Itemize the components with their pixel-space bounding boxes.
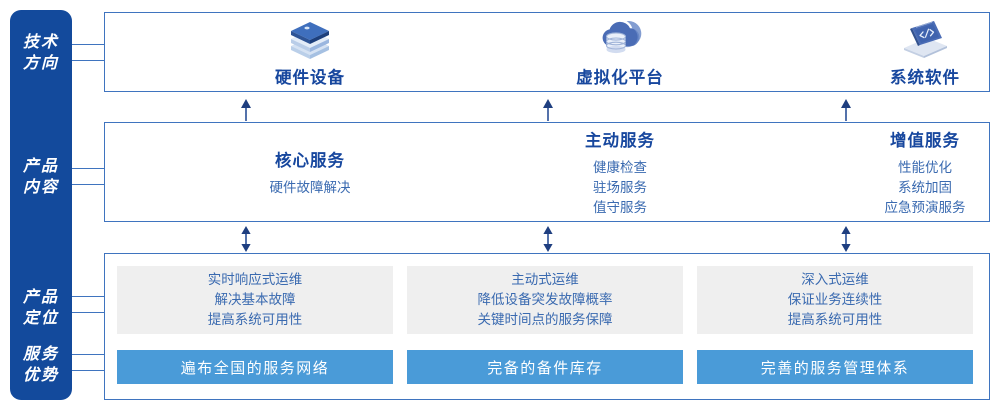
content-item: 健康检查 xyxy=(593,159,647,175)
positioning-card-line: 关键时间点的服务保障 xyxy=(477,312,613,327)
connector-line-content-lower xyxy=(72,184,105,185)
sidebar-label-service-advantage: 服务 优势 xyxy=(10,344,72,386)
tech-column-virtualization: 虚拟化平台 xyxy=(525,13,715,91)
sidebar-label-line-2: 优势 xyxy=(22,367,59,384)
sidebar-label-line-2: 方向 xyxy=(22,55,59,72)
content-column-value-added-service: 增值服务 性能优化 系统加固 应急预演服务 xyxy=(830,123,1000,221)
connector-line-tech-upper xyxy=(72,44,105,45)
laptop-code-icon xyxy=(894,16,956,62)
advantage-bar-label: 遍布全国的服务网络 xyxy=(180,359,330,377)
advantage-bar-label: 完善的服务管理体系 xyxy=(760,359,910,377)
tech-label-hardware: 硬件设备 xyxy=(275,69,345,87)
advantage-bar-service-network: 遍布全国的服务网络 xyxy=(117,350,393,384)
advantage-bar-management-system: 完善的服务管理体系 xyxy=(697,350,973,384)
advantage-bar-spare-parts: 完备的备件库存 xyxy=(407,350,683,384)
content-item: 应急预演服务 xyxy=(884,199,966,215)
arrow-double-core-service xyxy=(238,226,254,257)
positioning-card-line: 深入式运维 xyxy=(801,272,869,287)
content-item: 系统加固 xyxy=(898,179,952,195)
sidebar-label-line-1: 技术 xyxy=(22,34,59,51)
tech-label-system-software: 系统软件 xyxy=(890,69,960,87)
arrow-double-proactive-service xyxy=(540,226,556,257)
tech-column-hardware: 硬件设备 xyxy=(215,13,405,91)
connector-line-tech-lower xyxy=(72,60,105,61)
positioning-card-proactive: 主动式运维 降低设备突发故障概率 关键时间点的服务保障 xyxy=(407,266,683,334)
content-item: 驻场服务 xyxy=(593,179,647,195)
sidebar-label-line-1: 产品 xyxy=(22,289,59,306)
arrow-double-value-added-service xyxy=(838,226,854,257)
content-title-proactive-service: 主动服务 xyxy=(585,131,655,150)
advantage-bar-label: 完备的备件库存 xyxy=(487,359,603,377)
cloud-database-icon xyxy=(589,16,651,62)
positioning-card-line: 提高系统可用性 xyxy=(787,312,883,327)
content-item: 值守服务 xyxy=(593,199,647,215)
connector-line-advantage-lower xyxy=(72,370,105,371)
sidebar-label-line-2: 内容 xyxy=(22,179,59,196)
sidebar-label-line-2: 定位 xyxy=(22,310,59,327)
technology-direction-box: 硬件设备 虚拟化平台 xyxy=(104,12,990,92)
positioning-card-line: 降低设备突发故障概率 xyxy=(477,292,613,307)
content-item: 性能优化 xyxy=(898,159,952,175)
tech-label-virtualization: 虚拟化平台 xyxy=(576,69,664,87)
positioning-card-line: 解决基本故障 xyxy=(214,292,296,307)
positioning-card-line: 主动式运维 xyxy=(511,272,579,287)
content-column-core-service: 核心服务 硬件故障解决 xyxy=(215,123,405,221)
arrow-up-virtualization xyxy=(540,99,556,126)
sidebar-label-line-1: 服务 xyxy=(22,346,59,363)
content-item: 硬件故障解决 xyxy=(269,179,351,195)
server-stack-icon xyxy=(279,16,341,62)
content-title-value-added-service: 增值服务 xyxy=(890,131,960,150)
content-title-core-service: 核心服务 xyxy=(275,151,345,170)
positioning-advantage-box: 实时响应式运维 解决基本故障 提高系统可用性 主动式运维 降低设备突发故障概率 … xyxy=(104,253,990,400)
connector-line-position-upper xyxy=(72,296,105,297)
product-content-box: 核心服务 硬件故障解决 主动服务 健康检查 驻场服务 值守服务 增值服务 性能优… xyxy=(104,122,990,222)
arrow-up-system-software xyxy=(838,99,854,126)
tech-column-system-software: 系统软件 xyxy=(830,13,1000,91)
content-column-proactive-service: 主动服务 健康检查 驻场服务 值守服务 xyxy=(525,123,715,221)
sidebar-label-line-1: 产品 xyxy=(22,158,59,175)
connector-line-advantage-upper xyxy=(72,354,105,355)
category-sidebar: 技术 方向 产品 内容 产品 定位 服务 优势 xyxy=(10,10,72,400)
arrow-up-hardware xyxy=(238,99,254,126)
sidebar-label-technology-direction: 技术 方向 xyxy=(10,32,72,74)
sidebar-label-product-positioning: 产品 定位 xyxy=(10,287,72,329)
positioning-card-line: 提高系统可用性 xyxy=(207,312,303,327)
positioning-card-realtime: 实时响应式运维 解决基本故障 提高系统可用性 xyxy=(117,266,393,334)
connector-line-position-lower xyxy=(72,312,105,313)
positioning-card-line: 保证业务连续性 xyxy=(787,292,883,307)
sidebar-label-product-content: 产品 内容 xyxy=(10,156,72,198)
positioning-card-indepth: 深入式运维 保证业务连续性 提高系统可用性 xyxy=(697,266,973,334)
connector-line-content-upper xyxy=(72,168,105,169)
positioning-card-line: 实时响应式运维 xyxy=(207,272,303,287)
